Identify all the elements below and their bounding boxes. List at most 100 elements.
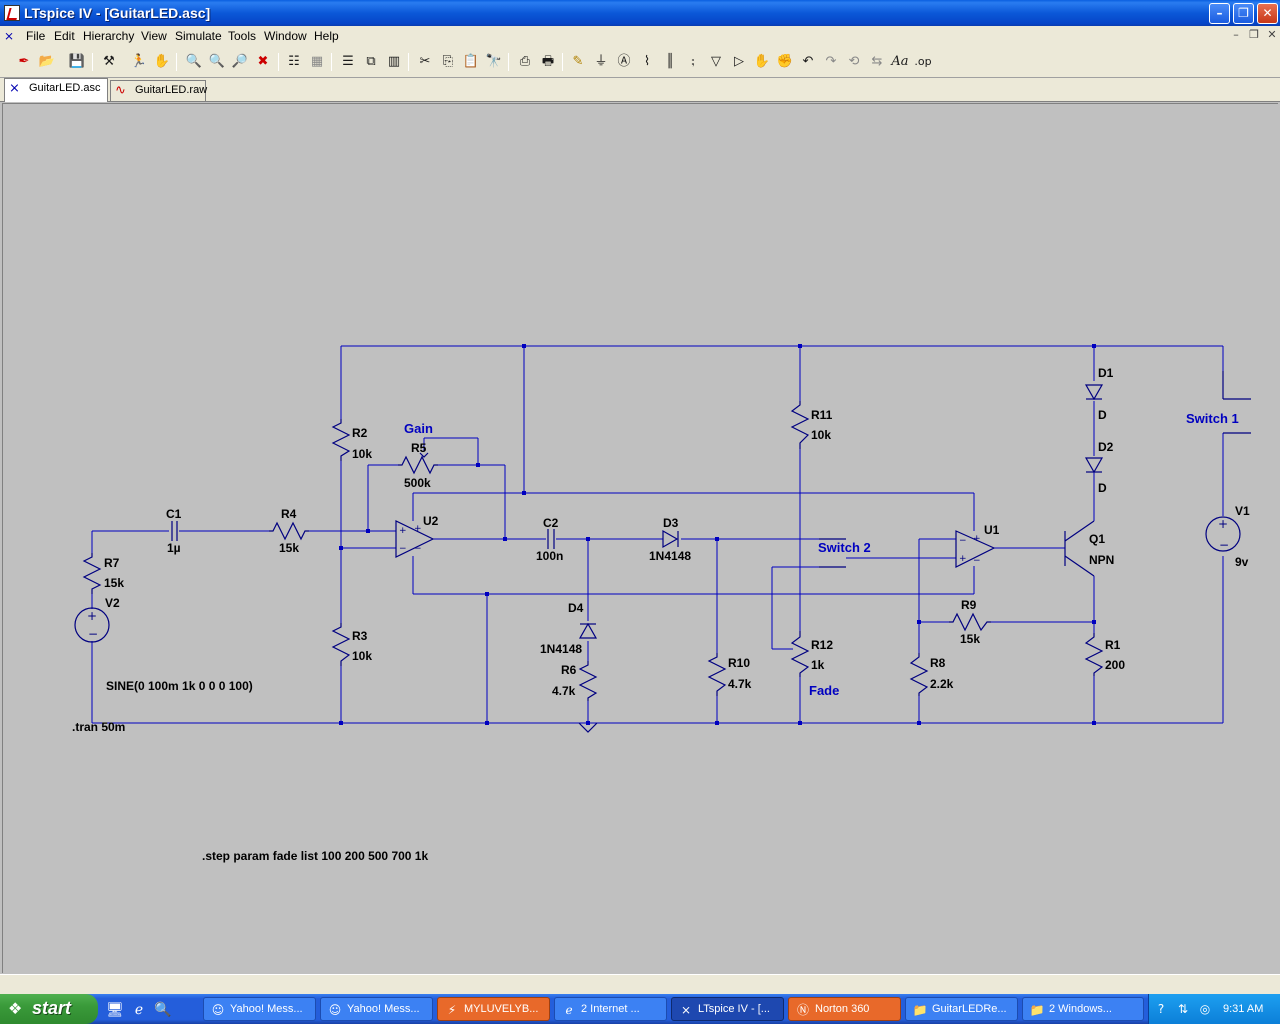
d2-value: D bbox=[1098, 481, 1107, 495]
r1-value: 200 bbox=[1105, 658, 1125, 672]
resistor-r1-symbol bbox=[1084, 633, 1104, 676]
capacitor-icon[interactable]: ║ bbox=[666, 54, 674, 69]
wires bbox=[91, 345, 1224, 724]
tile-horizontal-icon[interactable]: ☰ bbox=[342, 54, 354, 69]
menu-view[interactable]: View bbox=[141, 29, 167, 43]
switch-2-label: Switch 2 bbox=[818, 540, 871, 555]
zoom-fit-icon[interactable]: ✖ bbox=[257, 54, 269, 69]
menu-window[interactable]: Window bbox=[264, 29, 307, 43]
zoom-out-icon[interactable]: 🔎 bbox=[231, 54, 249, 69]
menu-help[interactable]: Help bbox=[314, 29, 339, 43]
component-icon[interactable]: ▷ bbox=[734, 54, 744, 69]
r10-value: 4.7k bbox=[728, 677, 752, 691]
task-windows-group[interactable]: 📁 2 Windows... bbox=[1022, 997, 1144, 1021]
paste-icon[interactable]: 📋 bbox=[462, 54, 480, 69]
schematic-drawing[interactable]: +− +− +− −+ +− +− C1 1µ R4 15k R7 15k V2… bbox=[3, 104, 1279, 974]
tab-guitarled-raw[interactable]: ∿ GuitarLED.raw bbox=[110, 80, 207, 101]
task-ltspice[interactable]: ⨯ LTspice IV - [... bbox=[671, 997, 784, 1021]
help-icon[interactable]: ? bbox=[1157, 1002, 1165, 1016]
mdi-close-button[interactable]: ✕ bbox=[1267, 28, 1277, 41]
task-label: GuitarLEDRe... bbox=[932, 1003, 1007, 1015]
menu-hierarchy[interactable]: Hierarchy bbox=[83, 29, 135, 43]
zoom-in-icon[interactable]: 🔍 bbox=[185, 54, 203, 69]
tab-guitarled-asc[interactable]: ⨯ GuitarLED.asc bbox=[4, 78, 108, 102]
search-quicklaunch-icon[interactable]: 🔍 bbox=[154, 1002, 172, 1018]
redo-icon[interactable]: ↷ bbox=[825, 54, 837, 69]
status-bar bbox=[0, 974, 1280, 994]
minimize-button[interactable]: – bbox=[1209, 3, 1230, 24]
cut-icon[interactable]: ✂ bbox=[419, 54, 431, 69]
mirror-icon[interactable]: ⇆ bbox=[871, 54, 883, 69]
r11-value: 10k bbox=[811, 428, 831, 442]
start-button[interactable]: ❖ start bbox=[0, 994, 98, 1024]
diode-d2-symbol bbox=[1084, 457, 1104, 474]
mdi-restore-button[interactable]: ❐ bbox=[1249, 28, 1259, 41]
new-schematic-icon[interactable]: ✒ bbox=[18, 54, 30, 69]
task-internet[interactable]: ℯ 2 Internet ... bbox=[554, 997, 667, 1021]
r6-ref: R6 bbox=[561, 663, 577, 677]
drag-icon[interactable]: ✊ bbox=[776, 54, 794, 69]
clock[interactable]: 9:31 AM bbox=[1223, 1003, 1264, 1015]
save-icon[interactable]: 💾 bbox=[68, 54, 86, 69]
task-yahoo-2[interactable]: ☺ Yahoo! Mess... bbox=[320, 997, 433, 1021]
rotate-icon[interactable]: ⟲ bbox=[848, 54, 860, 69]
menu-tools[interactable]: Tools bbox=[228, 29, 257, 43]
spice-directive-icon[interactable]: .op bbox=[914, 55, 932, 68]
halt-icon[interactable]: ✋ bbox=[153, 54, 171, 69]
ltspice-icon[interactable] bbox=[4, 5, 20, 21]
menu-file[interactable]: File bbox=[26, 29, 46, 43]
diode-d1-symbol bbox=[1084, 384, 1104, 401]
folder-icon: 📁 bbox=[912, 1003, 928, 1017]
copy-icon[interactable]: ⎘ bbox=[442, 54, 454, 69]
ground-icon[interactable]: ⏚ bbox=[594, 54, 608, 69]
text-icon[interactable]: Aa bbox=[891, 54, 909, 69]
ie-quicklaunch-icon[interactable]: ℯ bbox=[134, 1002, 144, 1018]
close-button[interactable]: ✕ bbox=[1257, 3, 1278, 24]
diode-d4-symbol bbox=[578, 622, 598, 639]
svg-text:+: + bbox=[959, 554, 967, 564]
task-browser[interactable]: ⚡ MYLUVELYB... bbox=[437, 997, 550, 1021]
tran-directive: .tran 50m bbox=[72, 720, 125, 734]
grid-icon[interactable]: ▦ bbox=[310, 54, 324, 69]
run-icon[interactable]: 🏃 bbox=[130, 54, 148, 69]
windows-logo-icon: ❖ bbox=[8, 999, 23, 1018]
open-icon[interactable]: 📂 bbox=[38, 54, 56, 69]
draw-wire-icon[interactable]: ✎ bbox=[572, 54, 584, 69]
security-icon[interactable]: ◎ bbox=[1199, 1002, 1211, 1016]
control-panel-icon[interactable]: ⚒ bbox=[103, 54, 115, 69]
d4-ref: D4 bbox=[568, 601, 584, 615]
tile-vertical-icon[interactable]: ▥ bbox=[387, 54, 401, 69]
print-icon[interactable]: 🖶 bbox=[541, 54, 555, 69]
switch-1-label: Switch 1 bbox=[1186, 411, 1239, 426]
schematic-canvas[interactable]: +− +− +− −+ +− +− C1 1µ R4 15k R7 15k V2… bbox=[2, 103, 1278, 973]
task-norton[interactable]: Ⓝ Norton 360 bbox=[788, 997, 901, 1021]
move-icon[interactable]: ✋ bbox=[753, 54, 771, 69]
v1-value: 9v bbox=[1235, 555, 1249, 569]
gain-label: Gain bbox=[404, 421, 433, 436]
title-bar[interactable]: LTspice IV - [GuitarLED.asc] – ❐ ✕ bbox=[0, 0, 1280, 26]
label-net-icon[interactable]: Ⓐ bbox=[617, 54, 631, 69]
step-directive: .step param fade list 100 200 500 700 1k bbox=[202, 849, 428, 863]
menu-edit[interactable]: Edit bbox=[54, 29, 75, 43]
voltage-source-v1-symbol bbox=[1205, 516, 1241, 552]
show-desktop-icon[interactable]: 🖥 bbox=[106, 1002, 124, 1018]
diode-icon[interactable]: ▽ bbox=[711, 54, 721, 69]
document-menu-icon[interactable]: ⨯ bbox=[4, 29, 15, 43]
task-guitarled-folder[interactable]: 📁 GuitarLEDRe... bbox=[905, 997, 1018, 1021]
maximize-button[interactable]: ❐ bbox=[1233, 3, 1254, 24]
cascade-icon[interactable]: ⧉ bbox=[366, 54, 376, 69]
mdi-minimize-button[interactable]: – bbox=[1233, 28, 1239, 41]
task-yahoo-1[interactable]: ☺ Yahoo! Mess... bbox=[203, 997, 316, 1021]
find-icon[interactable]: 🔭 bbox=[485, 54, 503, 69]
resistor-icon[interactable]: ⌇ bbox=[643, 54, 651, 69]
ie-icon: ℯ bbox=[565, 1003, 573, 1017]
task-label: Yahoo! Mess... bbox=[347, 1003, 420, 1015]
print-setup-icon[interactable]: ⎙ bbox=[519, 54, 531, 69]
autorange-icon[interactable]: ☷ bbox=[288, 54, 300, 69]
inductor-icon[interactable]: ⨟ bbox=[691, 54, 695, 69]
network-icon[interactable]: ⇅ bbox=[1177, 1002, 1189, 1016]
undo-icon[interactable]: ↶ bbox=[802, 54, 814, 69]
menu-simulate[interactable]: Simulate bbox=[175, 29, 222, 43]
zoom-pan-icon[interactable]: 🔍 bbox=[208, 54, 226, 69]
